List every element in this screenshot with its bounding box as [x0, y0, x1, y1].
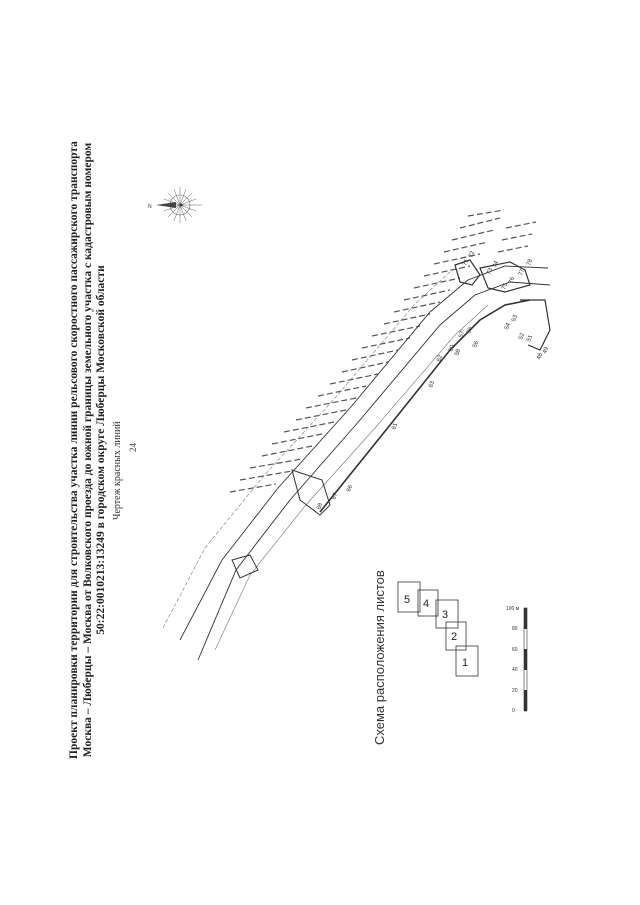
- point-number: 77: [518, 268, 526, 277]
- point-number: 73: [486, 267, 494, 276]
- point-number: 66: [346, 484, 354, 493]
- scale-label: 60: [512, 647, 518, 653]
- point-number: 52: [518, 332, 526, 341]
- point-number: 61: [391, 422, 399, 431]
- rail-corridor: [162, 259, 551, 661]
- point-number: 71: [462, 258, 470, 267]
- point-number: 57: [458, 330, 466, 339]
- point-number: 74: [492, 260, 500, 269]
- point-number: 49: [542, 346, 550, 355]
- point-number: 78: [526, 258, 534, 267]
- sheet-number: 5: [404, 594, 410, 606]
- point-number: 54: [504, 322, 512, 331]
- hatched-territory: [229, 209, 537, 493]
- point-number: 58: [454, 348, 462, 357]
- compass-north-label: N: [148, 204, 152, 210]
- scale-label: 100 м: [506, 606, 520, 612]
- scale-label: 20: [512, 688, 518, 694]
- point-number: 75: [501, 282, 509, 291]
- sheet-number: 3: [442, 609, 448, 621]
- sheet-scheme: 5 4 3 2 1: [397, 581, 479, 677]
- point-number: 72: [468, 250, 476, 259]
- sheet-number: 4: [423, 598, 429, 610]
- sheet-number: 2: [451, 631, 457, 643]
- point-number: 53: [511, 314, 519, 323]
- point-numbers: 66 67 68 61 63 62 60 57 55 58 56 54 53 5…: [316, 250, 550, 511]
- point-number: 56: [472, 340, 480, 349]
- point-number: 63: [428, 380, 436, 389]
- sheet-4-box: [417, 589, 439, 617]
- point-number: 62: [436, 354, 444, 363]
- point-number: 51: [526, 334, 534, 343]
- sheet-3-box: [435, 599, 459, 629]
- scale-label: 40: [512, 667, 518, 673]
- scale-bar: 0 20 40 60 80 100 м: [506, 606, 528, 714]
- sheet-number: 1: [462, 657, 468, 669]
- sheet-1-box: [455, 645, 479, 677]
- scale-label: 80: [512, 626, 518, 632]
- scale-label: 0: [512, 708, 515, 714]
- sheet-5-box: [397, 581, 421, 613]
- point-number: 68: [316, 502, 324, 511]
- point-number: 76: [508, 276, 516, 285]
- point-number: 55: [466, 326, 474, 335]
- point-number: 60: [448, 344, 456, 353]
- compass-rose-icon: N: [148, 187, 202, 223]
- point-number: 67: [331, 492, 339, 501]
- point-number: 48: [536, 352, 544, 361]
